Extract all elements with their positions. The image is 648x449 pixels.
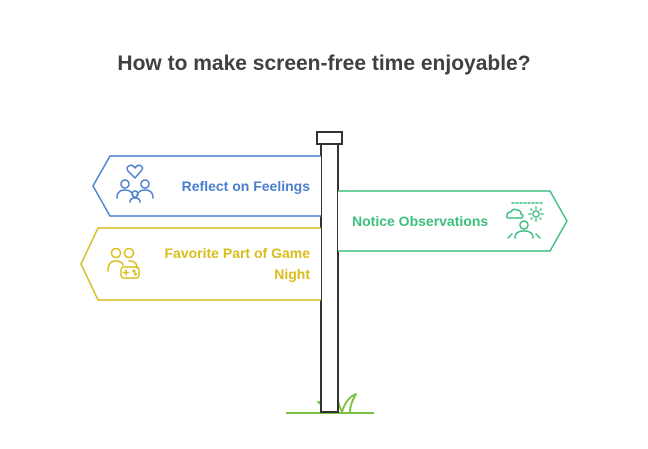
- people-gamepad-icon: [107, 247, 140, 279]
- signpost-cap: [316, 131, 343, 145]
- sign-label-reflect-on-feelings: Reflect on Feelings: [181, 178, 310, 194]
- sign-label-notice-observations: Notice Observations: [352, 213, 489, 229]
- page-title: How to make screen-free time enjoyable?: [117, 52, 531, 75]
- heart-people-icon: [116, 164, 154, 203]
- sign-label-favorite-part-of-game-night: Favorite Part of Game Night: [164, 245, 311, 282]
- sign-reflect-on-feelings: [92, 155, 321, 217]
- signpost-pole: [320, 143, 339, 413]
- sign-favorite-part-of-game-night: [80, 227, 321, 301]
- person-weather-icon: [506, 202, 545, 239]
